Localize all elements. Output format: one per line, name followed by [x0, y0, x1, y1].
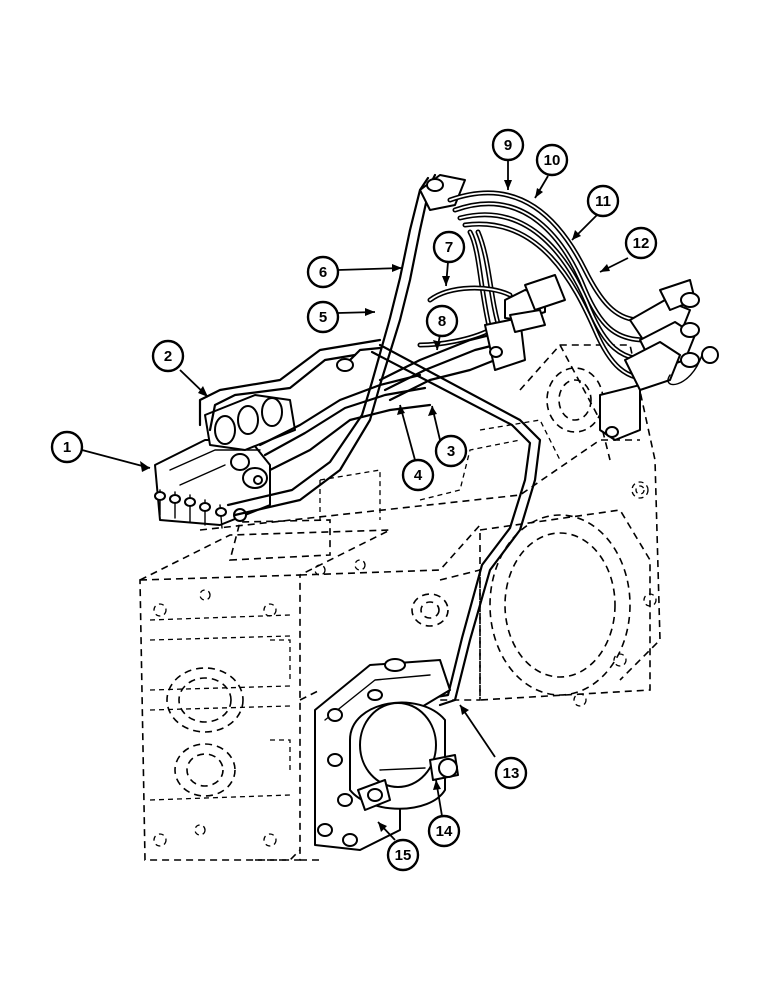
callout-6: 6 — [306, 255, 340, 289]
callout-label: 2 — [164, 348, 172, 365]
callout-9: 9 — [491, 128, 525, 162]
callout-3: 3 — [434, 434, 468, 468]
callout-label: 5 — [319, 309, 327, 326]
transmission-housing — [139, 344, 661, 861]
hydraulic-pump — [314, 658, 459, 851]
callout-label: 11 — [595, 193, 611, 210]
callout-label: 7 — [445, 239, 453, 256]
callout-label: 3 — [447, 443, 455, 460]
callout-7: 7 — [432, 230, 466, 264]
callout-2: 2 — [151, 339, 185, 373]
callout-1: 1 — [50, 430, 84, 464]
callout-label: 6 — [319, 264, 327, 281]
hose-assembly — [417, 174, 719, 441]
callout-label: 9 — [504, 137, 512, 154]
callout-label: 15 — [395, 847, 412, 864]
callout-4: 4 — [401, 458, 435, 492]
callout-label: 1 — [63, 439, 71, 456]
callouts: 1 2 3 4 5 6 7 8 — [50, 128, 658, 872]
callout-5: 5 — [306, 300, 340, 334]
callout-10: 10 — [535, 143, 569, 177]
callout-label: 13 — [503, 765, 520, 782]
callout-label: 8 — [438, 313, 446, 330]
callout-label: 14 — [436, 823, 453, 840]
leader-lines — [81, 160, 629, 841]
control-valve — [154, 394, 296, 529]
callout-12: 12 — [624, 226, 658, 260]
callout-15: 15 — [386, 838, 420, 872]
callout-label: 12 — [633, 235, 650, 252]
callout-11: 11 — [586, 184, 620, 218]
callout-14: 14 — [427, 814, 461, 848]
callout-label: 10 — [544, 152, 561, 169]
rigid-pipes — [198, 173, 542, 707]
callout-13: 13 — [494, 756, 528, 790]
callout-8: 8 — [425, 304, 459, 338]
callout-label: 4 — [414, 467, 423, 484]
